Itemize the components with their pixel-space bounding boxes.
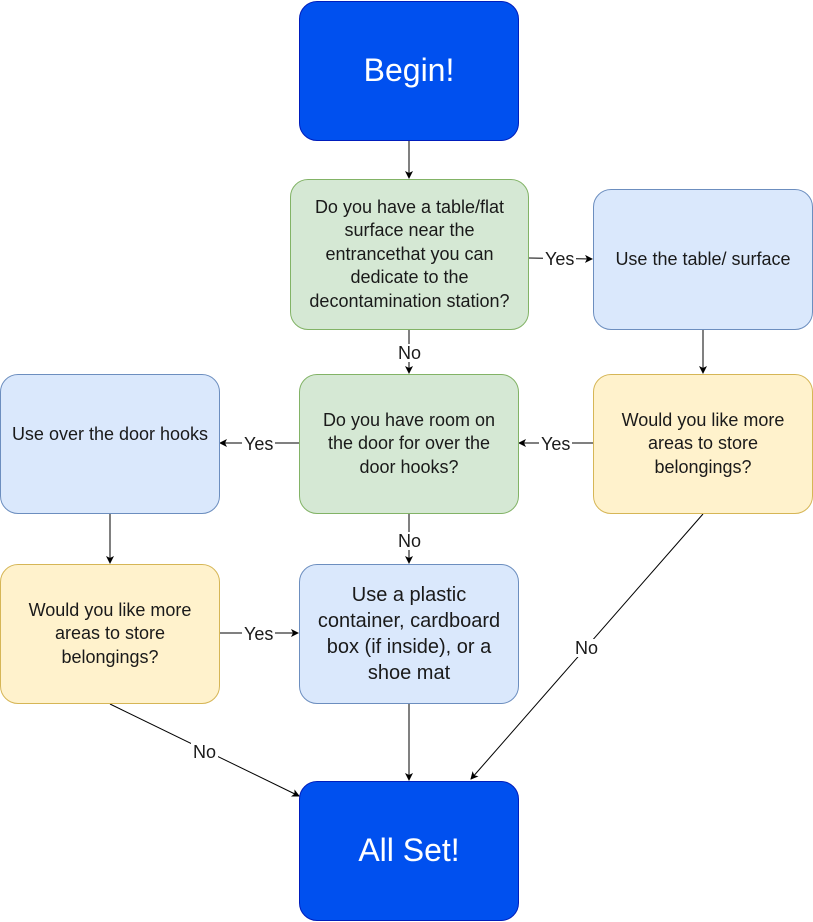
door-question-node: Do you have room on the door for over th… xyxy=(299,374,519,514)
left-more-storage-node: Would you like more areas to store belon… xyxy=(0,564,220,704)
table-question-label: Do you have a table/flat surface near th… xyxy=(309,197,510,311)
no-label-table: No xyxy=(396,343,424,363)
use-container-node: Use a plastic container, cardboard box (… xyxy=(299,564,519,704)
use-hooks-node: Use over the door hooks xyxy=(0,374,220,514)
yes-label-left-more: Yes xyxy=(242,624,276,644)
left-more-storage-label: Would you like more areas to store belon… xyxy=(28,599,192,667)
right-more-storage-node: Would you like more areas to store belon… xyxy=(593,374,813,514)
begin-node: Begin! xyxy=(299,1,519,141)
use-table-node: Use the table/ surface xyxy=(593,189,813,330)
all-set-node: All Set! xyxy=(299,781,519,921)
use-hooks-label: Use over the door hooks xyxy=(11,424,209,444)
yes-label-hooks: Yes xyxy=(242,434,276,454)
no-label-left-more: No xyxy=(191,742,219,762)
no-label-door: No xyxy=(396,531,424,551)
use-container-label: Use a plastic container, cardboard box (… xyxy=(317,584,501,684)
door-question-label: Do you have room on the door for over th… xyxy=(322,409,496,477)
use-table-label: Use the table/ surface xyxy=(615,248,791,269)
table-question-node: Do you have a table/flat surface near th… xyxy=(290,179,529,330)
no-label-right-more: No xyxy=(573,638,601,658)
begin-label: Begin! xyxy=(363,52,455,89)
yes-label-right-more: Yes xyxy=(539,434,573,454)
yes-label-table: Yes xyxy=(543,249,577,269)
all-set-label: All Set! xyxy=(358,832,460,869)
right-more-storage-label: Would you like more areas to store belon… xyxy=(621,409,785,477)
